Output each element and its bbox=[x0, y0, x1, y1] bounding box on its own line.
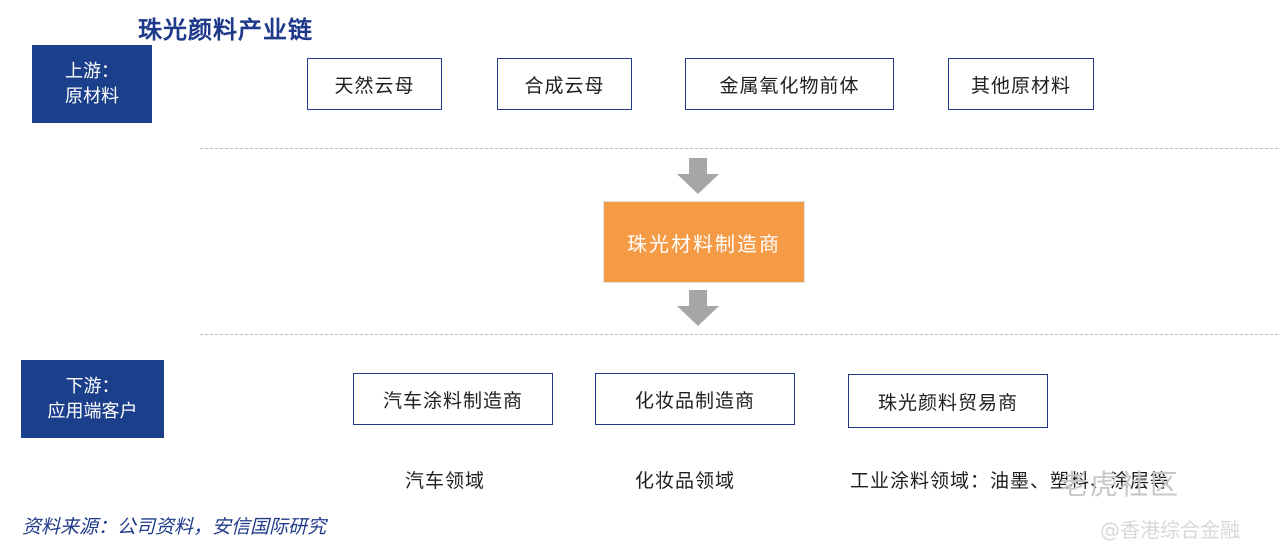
downstream-label-line2: 应用端客户 bbox=[47, 401, 138, 422]
field-automotive: 汽车领域 bbox=[405, 470, 486, 492]
field-industrial-coatings: 工业涂料领域：油墨、塑料、涂层等 bbox=[850, 470, 1171, 492]
downstream-item-label: 汽车涂料制造商 bbox=[382, 389, 523, 412]
downstream-item-label: 珠光颜料贸易商 bbox=[877, 391, 1018, 414]
watermark-community: 老虎社区 bbox=[1060, 468, 1181, 501]
upstream-item-label: 金属氧化物前体 bbox=[719, 74, 860, 97]
upstream-item-metal-oxide-precursor: 金属氧化物前体 bbox=[685, 58, 894, 110]
downstream-divider bbox=[200, 334, 1278, 335]
upstream-item-label: 合成云母 bbox=[524, 74, 605, 97]
upstream-label-line1: 上游： bbox=[65, 61, 119, 82]
downstream-item-cosmetics: 化妆品制造商 bbox=[595, 373, 795, 425]
manufacturer-label: 珠光材料制造商 bbox=[627, 231, 781, 256]
downstream-item-auto-coatings: 汽车涂料制造商 bbox=[353, 373, 553, 425]
downstream-label: 下游： 应用端客户 bbox=[21, 360, 164, 438]
source-note: 资料来源：公司资料，安信国际研究 bbox=[22, 516, 327, 538]
down-arrow-icon bbox=[677, 290, 719, 326]
upstream-item-synthetic-mica: 合成云母 bbox=[497, 58, 632, 110]
field-cosmetics: 化妆品领域 bbox=[635, 470, 736, 492]
downstream-item-pigment-traders: 珠光颜料贸易商 bbox=[848, 374, 1048, 428]
upstream-divider bbox=[200, 148, 1278, 149]
upstream-item-natural-mica: 天然云母 bbox=[307, 58, 442, 110]
downstream-item-label: 化妆品制造商 bbox=[634, 389, 755, 412]
manufacturer-box: 珠光材料制造商 bbox=[603, 201, 805, 283]
diagram-title: 珠光颜料产业链 bbox=[138, 15, 313, 44]
upstream-label-line2: 原材料 bbox=[65, 86, 119, 107]
upstream-label: 上游： 原材料 bbox=[32, 45, 152, 123]
downstream-label-line1: 下游： bbox=[65, 376, 120, 397]
watermark-account: @香港综合金融 bbox=[1100, 518, 1240, 542]
upstream-item-label: 天然云母 bbox=[334, 74, 415, 97]
upstream-item-other-materials: 其他原材料 bbox=[948, 58, 1094, 110]
down-arrow-icon bbox=[677, 158, 719, 194]
upstream-item-label: 其他原材料 bbox=[970, 74, 1071, 97]
